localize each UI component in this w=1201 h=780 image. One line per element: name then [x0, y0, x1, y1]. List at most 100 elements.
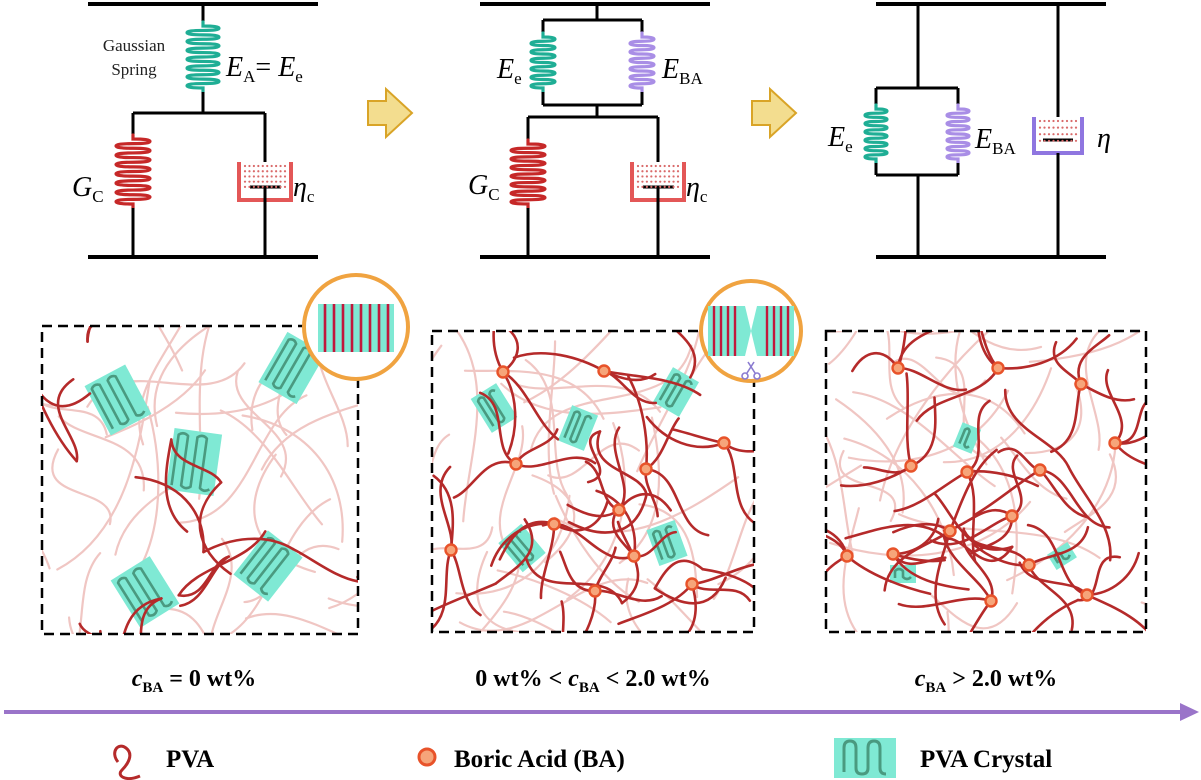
background-chain [717, 556, 754, 586]
pva-chain [672, 428, 726, 445]
gaussian-note-line2: Spring [111, 60, 157, 79]
pva-chain [1121, 261, 1189, 334]
pva-chain [596, 430, 648, 496]
model-3: Ee EBA η [827, 2, 1111, 259]
pva-chain [976, 331, 1000, 370]
pva-chain [826, 534, 849, 558]
pva-chain [449, 548, 482, 617]
background-chain [141, 405, 160, 564]
background-chain [515, 383, 662, 413]
pva-chain [644, 467, 710, 537]
network-panel-low-ba [430, 329, 756, 634]
pva-chain [1003, 388, 1070, 468]
pva-chain [893, 470, 969, 513]
condition-2: 0 wt% < cBA < 2.0 wt% [475, 666, 711, 696]
network-panel-no-ba [40, 324, 483, 683]
background-chain [566, 422, 626, 601]
pva-chain [356, 575, 358, 580]
network-panel-high-ba [824, 261, 1194, 634]
pva-chain [42, 392, 92, 408]
background-chain [328, 592, 358, 610]
background-chain [476, 550, 544, 632]
pva-chain [1018, 561, 1089, 597]
background-chain [834, 398, 905, 514]
boric-acid-crosslink [639, 462, 653, 476]
pva-chain [78, 622, 94, 634]
boric-acid-crosslink [444, 543, 458, 557]
boric-acid-icon [417, 747, 437, 767]
pva-chain [432, 582, 498, 613]
pva-chain [974, 468, 1042, 516]
pva-chain [552, 500, 609, 532]
boric-acid-crosslink [612, 503, 626, 517]
background-chain [935, 356, 991, 459]
background-chain [498, 425, 525, 548]
boric-acid-crosslink [597, 364, 611, 378]
pva-chain [980, 331, 1000, 370]
legend-ba: Boric Acid (BA) [454, 746, 625, 773]
label-ea-equals-ee: EA= Ee [225, 52, 303, 86]
pva-chain [170, 438, 223, 484]
background-chain [523, 331, 613, 404]
legend-pva: PVA [166, 746, 214, 773]
background-chain [842, 507, 860, 632]
pva-chain [653, 559, 705, 590]
pva-chain [602, 369, 702, 397]
background-chain [1140, 601, 1146, 606]
spring-eba [628, 31, 656, 94]
pva-chain [915, 366, 1000, 422]
pva-crystal [165, 427, 223, 497]
pva-chain [1156, 333, 1194, 405]
background-chain [524, 358, 569, 497]
boric-acid-crosslink [886, 547, 900, 561]
pva-crystal [110, 556, 180, 628]
pva-chain [851, 351, 900, 373]
pva-chain [432, 474, 455, 552]
boric-acid-crosslink [496, 365, 510, 379]
pva-crystal [557, 405, 599, 451]
pva-chain [929, 514, 1014, 546]
zoom-crystal-intact [302, 273, 410, 381]
pva-chain [963, 529, 1031, 567]
transition-arrow-2 [751, 86, 798, 140]
pva-chain [826, 554, 849, 574]
boric-acid-crosslink [1080, 588, 1094, 602]
background-chain [1000, 436, 1068, 500]
boric-acid-crosslink [943, 524, 957, 538]
label-ee: Ee [827, 122, 853, 156]
background-chain [235, 370, 288, 478]
background-chain [828, 331, 858, 365]
background-chain [852, 391, 996, 488]
pva-chain-icon [113, 744, 141, 780]
boric-acid-crosslink [1022, 558, 1036, 572]
pva-chain [965, 399, 991, 474]
spring-ee [529, 31, 557, 94]
boric-acid-crosslink [1005, 509, 1019, 523]
pva-chain [945, 537, 1014, 563]
pva-chain [369, 420, 483, 459]
pva-chain [514, 456, 597, 468]
pva-chain [365, 593, 394, 683]
pva-chain [492, 331, 505, 374]
pva-chain [202, 537, 295, 554]
pva-chain [1077, 333, 1111, 386]
spring-ee [863, 103, 889, 165]
pva-chain [909, 396, 937, 468]
condition-1: cBA = 0 wt% [132, 666, 257, 696]
label-eba: EBA [974, 124, 1016, 158]
pva-crystal [653, 367, 699, 417]
background-chain [327, 597, 358, 607]
pva-chain [177, 555, 230, 597]
pva-chain [627, 375, 648, 471]
label-eba: EBA [661, 54, 703, 88]
legend-crystal: PVA Crystal [920, 746, 1052, 773]
background-chain [529, 344, 693, 452]
pva-chain [86, 326, 92, 343]
panel-border [40, 324, 360, 636]
background-chain [153, 326, 212, 428]
pva-chain [501, 370, 560, 441]
background-chain [554, 494, 640, 603]
background-chain [965, 429, 1018, 595]
pva-chain [1085, 593, 1146, 632]
